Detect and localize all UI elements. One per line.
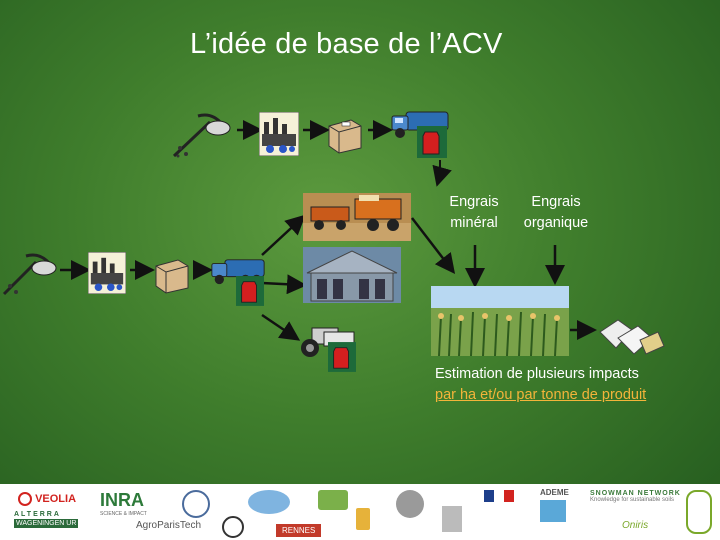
alterra-logo-subtext: WAGENINGEN UR <box>14 519 79 528</box>
round-emblem-logo <box>182 490 210 518</box>
label-engrais-organique-line1: Engrais <box>531 194 581 210</box>
alterra-logo-text: ALTERRA <box>14 511 61 518</box>
snowman-logo-text: SNOWMAN NETWORK <box>590 490 681 497</box>
estimation-text: Estimation de plusieurs impacts par ha e… <box>435 364 646 406</box>
pickaxe-ore-icon <box>172 113 231 158</box>
rennes-logo-text: RENNES <box>282 526 316 535</box>
fertilizer-bag-icon-2 <box>236 276 264 306</box>
label-engrais-mineral-line1: Engrais <box>449 194 499 210</box>
fertilizer-bag-icon <box>417 126 447 158</box>
alterra-logo: ALTERRA WAGENINGEN UR <box>14 510 79 528</box>
arrow-right-mid <box>261 274 307 295</box>
blue-oval-logo <box>248 490 290 514</box>
snowman-logo-subtext: Knowledge for sustainable soils <box>590 497 675 503</box>
republique-francaise-logo <box>484 490 514 502</box>
plant-emblem-logo <box>686 490 712 534</box>
snowman-network-logo: SNOWMAN NETWORK Knowledge for sustainabl… <box>590 490 681 503</box>
partner-logos-strip: VEOLIA ALTERRA WAGENINGEN UR INRA SCIENC… <box>0 484 720 540</box>
box-icon <box>328 119 362 154</box>
slide-title: L’idée de base de l’ACV <box>190 28 503 60</box>
grey-emblem-logo <box>396 490 424 518</box>
per-unit-link[interactable]: par ha et/ou par tonne de produit <box>435 387 647 403</box>
arrow-down-right <box>261 313 301 341</box>
veolia-logo-text: VEOLIA <box>35 492 77 505</box>
ademe-logo: ADEME <box>540 488 569 497</box>
label-engrais-organique-line2: organique <box>523 215 589 231</box>
grey-square-logo <box>442 506 462 532</box>
small-emblem-logo <box>356 508 370 530</box>
veolia-logo: VEOLIA <box>18 492 76 506</box>
label-engrais-organique: Engrais organique <box>515 192 597 234</box>
inra-logo: INRA SCIENCE & IMPACT <box>100 490 147 517</box>
ademe-emblem <box>540 500 566 522</box>
label-engrais-mineral-line2: minéral <box>450 215 498 231</box>
arrow-diag-to-field <box>411 217 456 274</box>
ademe-logo-text: ADEME <box>540 488 569 497</box>
factory-icon-2 <box>88 252 126 294</box>
label-engrais-mineral: Engrais minéral <box>440 192 508 234</box>
harvest-trailer-icon <box>303 193 411 241</box>
fertilizer-bag-icon-3 <box>328 342 356 372</box>
agroparistech-logo: AgroParisTech <box>136 520 201 531</box>
oniris-logo-text: Oniris <box>622 520 649 531</box>
circle-badge-logo <box>222 516 244 538</box>
factory-icon <box>259 112 299 156</box>
barn-icon <box>303 247 401 303</box>
estimation-line: Estimation de plusieurs impacts <box>435 366 639 382</box>
box-icon-2 <box>155 259 189 294</box>
inra-logo-subtext: SCIENCE & IMPACT <box>100 511 147 517</box>
pickaxe-ore-icon-2 <box>2 253 57 296</box>
regional-logo <box>318 490 348 510</box>
rennes-logo: RENNES <box>276 524 322 537</box>
arrow-up-right <box>261 214 306 256</box>
inra-logo-text: INRA <box>100 490 144 510</box>
crop-field-icon <box>431 286 569 356</box>
agroparistech-logo-text: AgroParisTech <box>136 520 202 531</box>
product-bags-icon <box>599 319 665 355</box>
oniris-logo: Oniris <box>622 520 648 531</box>
